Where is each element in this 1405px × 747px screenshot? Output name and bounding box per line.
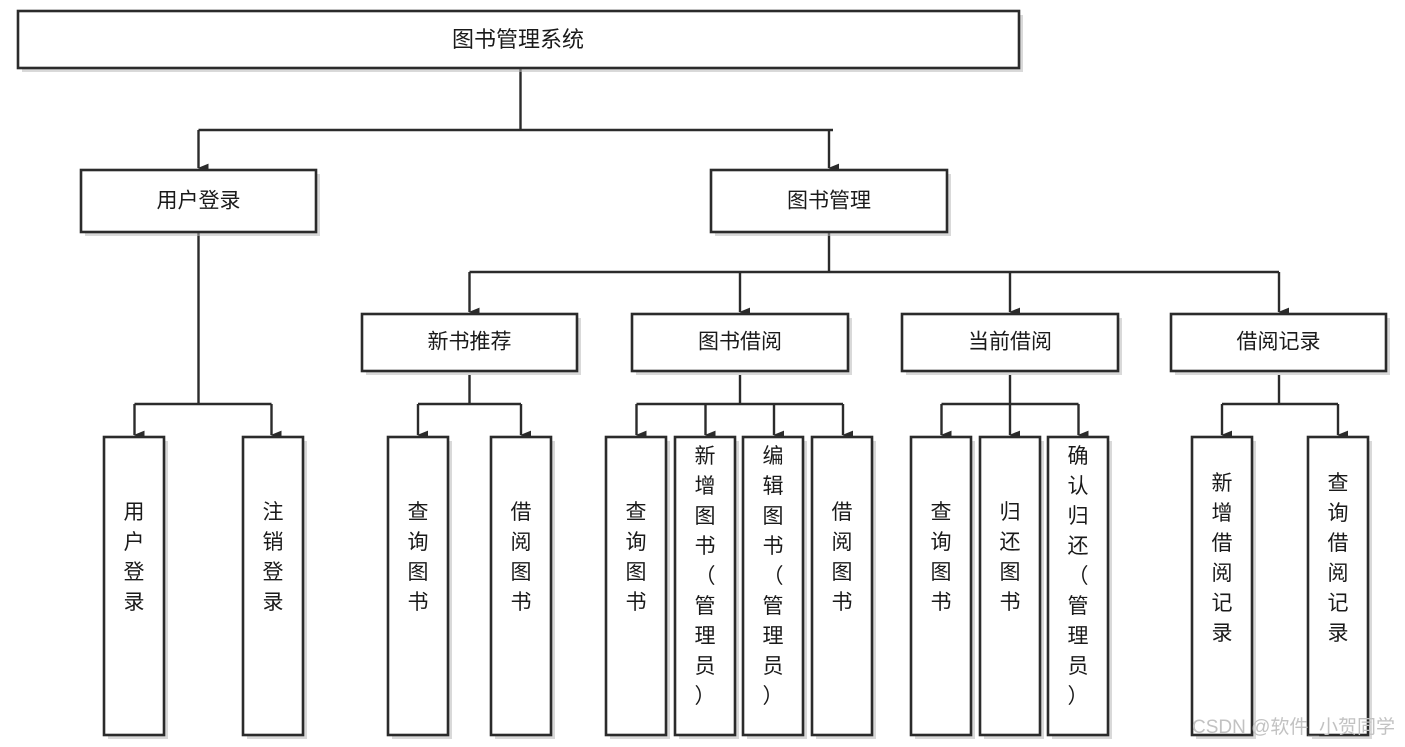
node-leaf-cur-return[interactable]: 归还图书 — [978, 435, 1044, 739]
node-leaf-cur-query[interactable]: 查询图书 — [909, 435, 975, 739]
node-leaf-cur-confirm[interactable]: 确认归还（管理员） — [1046, 435, 1112, 739]
node-leaf-rec-query-box — [386, 435, 450, 737]
node-leaf-rec-add[interactable]: 新增借阅记录 — [1190, 435, 1256, 739]
node-leaf-borrow-query[interactable]: 查询图书 — [604, 435, 670, 739]
node-leaf-cur-confirm-label: 确认归还（管理员） — [1068, 445, 1089, 708]
node-book-borrow-label: 图书借阅 — [698, 331, 782, 354]
node-book-manage-label: 图书管理 — [787, 190, 871, 213]
node-root[interactable]: 图书管理系统 — [16, 9, 1023, 72]
node-leaf-borrow-do-box — [810, 435, 874, 737]
node-book-borrow[interactable]: 图书借阅 — [630, 312, 852, 375]
node-borrow-record-box — [1169, 312, 1388, 373]
node-leaf-borrow-add-box — [673, 435, 737, 737]
node-root-box — [16, 9, 1021, 70]
node-leaf-cur-return-box — [978, 435, 1042, 737]
node-book-borrow-box — [630, 312, 850, 373]
node-current-borrow[interactable]: 当前借阅 — [900, 312, 1122, 375]
node-leaf-borrow-edit[interactable]: 编辑图书（管理员） — [741, 435, 807, 739]
node-leaf-rec-query2-label: 查询借阅记录 — [1328, 472, 1349, 645]
node-leaf-cur-return-label: 归还图书 — [1000, 501, 1021, 614]
node-leaf-user-logout[interactable]: 注销登录 — [241, 435, 307, 739]
node-user-login-box — [79, 168, 318, 234]
connectors-group — [133, 68, 1349, 440]
node-leaf-rec-query2[interactable]: 查询借阅记录 — [1306, 435, 1372, 739]
node-leaf-rec-query[interactable]: 查询图书 — [386, 435, 452, 739]
node-leaf-cur-confirm-box — [1046, 435, 1110, 737]
node-leaf-rec-borrow-box — [489, 435, 553, 737]
node-leaf-user-logout-box — [241, 435, 305, 737]
node-leaf-rec-query-label: 查询图书 — [408, 501, 429, 614]
node-leaf-borrow-do-label: 借阅图书 — [832, 501, 853, 614]
node-user-login-label: 用户登录 — [157, 190, 241, 213]
node-leaf-borrow-edit-label: 编辑图书（管理员） — [763, 445, 784, 708]
node-new-book-rec-box — [360, 312, 579, 373]
node-leaf-borrow-query-box — [604, 435, 668, 737]
node-book-manage[interactable]: 图书管理 — [709, 168, 951, 236]
node-leaf-rec-add-label: 新增借阅记录 — [1212, 472, 1233, 645]
node-book-manage-box — [709, 168, 949, 234]
csdn-watermark: CSDN @软件_小贺同学 — [1192, 716, 1395, 738]
node-leaf-rec-query2-box — [1306, 435, 1370, 737]
node-current-borrow-box — [900, 312, 1120, 373]
node-borrow-record[interactable]: 借阅记录 — [1169, 312, 1390, 375]
node-leaf-rec-borrow-label: 借阅图书 — [511, 501, 532, 614]
node-new-book-rec[interactable]: 新书推荐 — [360, 312, 581, 375]
node-leaf-borrow-query-label: 查询图书 — [626, 501, 647, 614]
node-current-borrow-label: 当前借阅 — [968, 331, 1052, 354]
node-leaf-rec-add-box — [1190, 435, 1254, 737]
node-user-login[interactable]: 用户登录 — [79, 168, 320, 236]
node-leaf-rec-borrow[interactable]: 借阅图书 — [489, 435, 555, 739]
node-leaf-user-login-box — [102, 435, 166, 737]
node-root-label: 图书管理系统 — [452, 27, 584, 52]
node-leaf-borrow-edit-box — [741, 435, 805, 737]
node-leaf-borrow-add[interactable]: 新增图书（管理员） — [673, 435, 739, 739]
node-leaf-cur-query-label: 查询图书 — [931, 501, 952, 614]
node-leaf-user-login-label: 用户登录 — [124, 501, 145, 614]
node-leaf-user-logout-label: 注销登录 — [263, 501, 284, 614]
node-leaf-user-login[interactable]: 用户登录 — [102, 435, 168, 739]
node-leaf-borrow-add-label: 新增图书（管理员） — [695, 445, 716, 708]
node-new-book-rec-label: 新书推荐 — [428, 331, 512, 354]
node-borrow-record-label: 借阅记录 — [1237, 331, 1321, 354]
node-leaf-cur-query-box — [909, 435, 973, 737]
node-leaf-borrow-do[interactable]: 借阅图书 — [810, 435, 876, 739]
